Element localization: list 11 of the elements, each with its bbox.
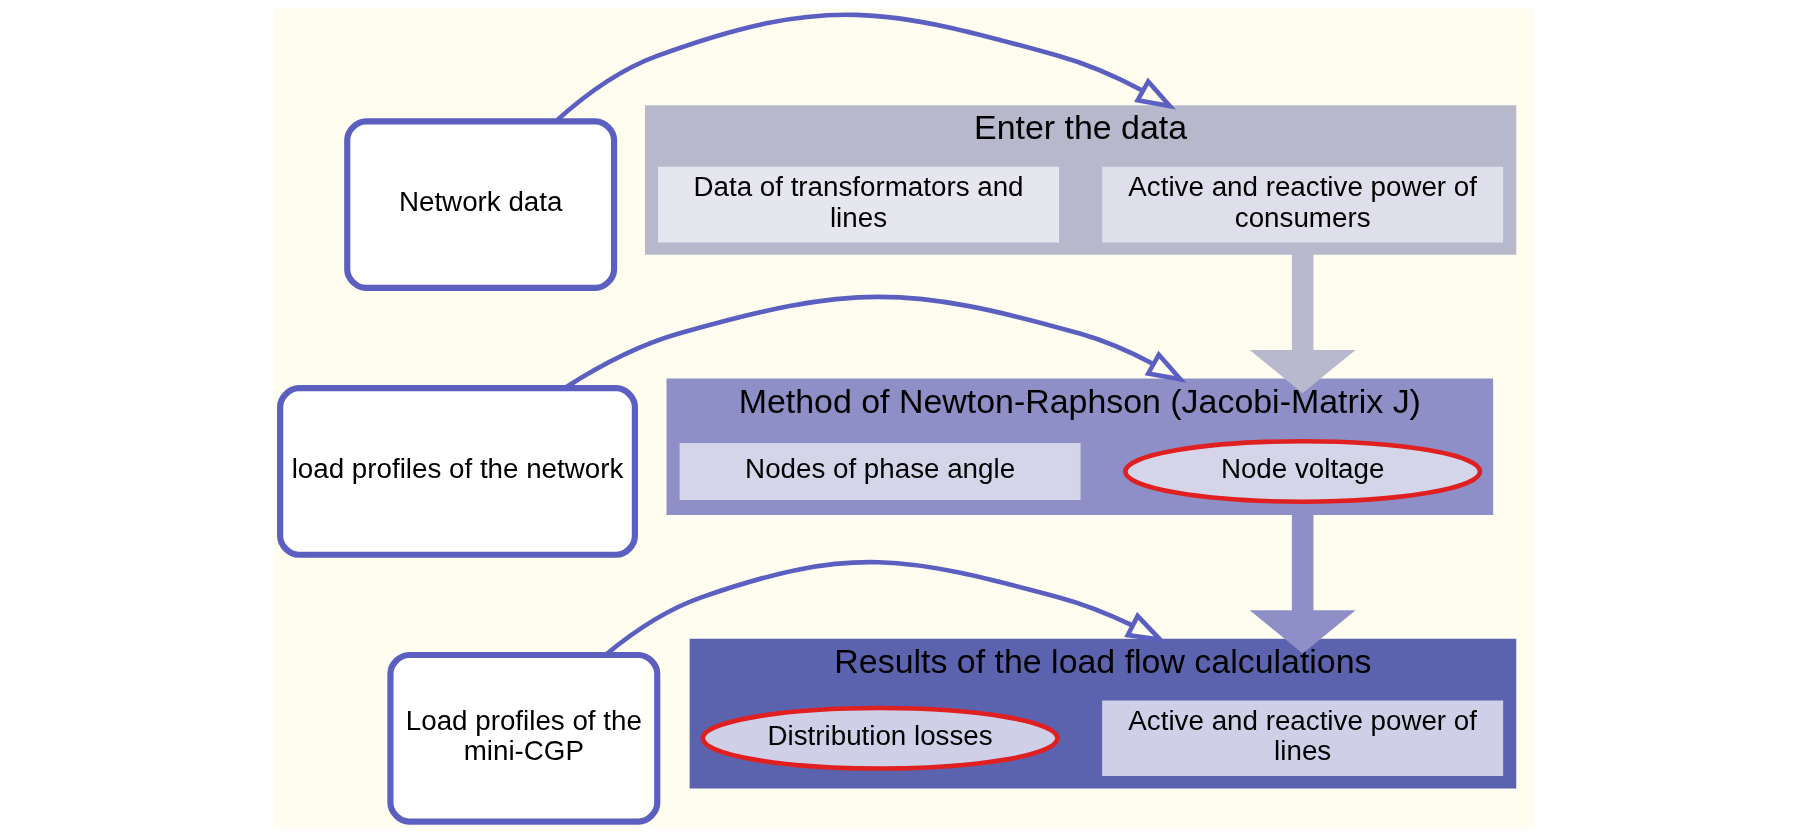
- node-ellipse: Node voltage: [1122, 438, 1482, 504]
- node-box: Nodes of phase angle: [679, 442, 1081, 500]
- node-box: load profiles of the network: [276, 385, 638, 558]
- arrow: [1249, 254, 1356, 394]
- node-ellipse: Distribution losses: [699, 705, 1060, 771]
- node-box: Load profiles of the mini-CGP: [386, 651, 660, 825]
- node-box: Active and reactive power of consumers: [1101, 166, 1503, 243]
- node-box: Data of transformators and lines: [657, 166, 1059, 243]
- node-box: Active and reactive power of lines: [1101, 700, 1503, 777]
- node-box: Network data: [343, 118, 617, 292]
- arrow: [1249, 514, 1356, 654]
